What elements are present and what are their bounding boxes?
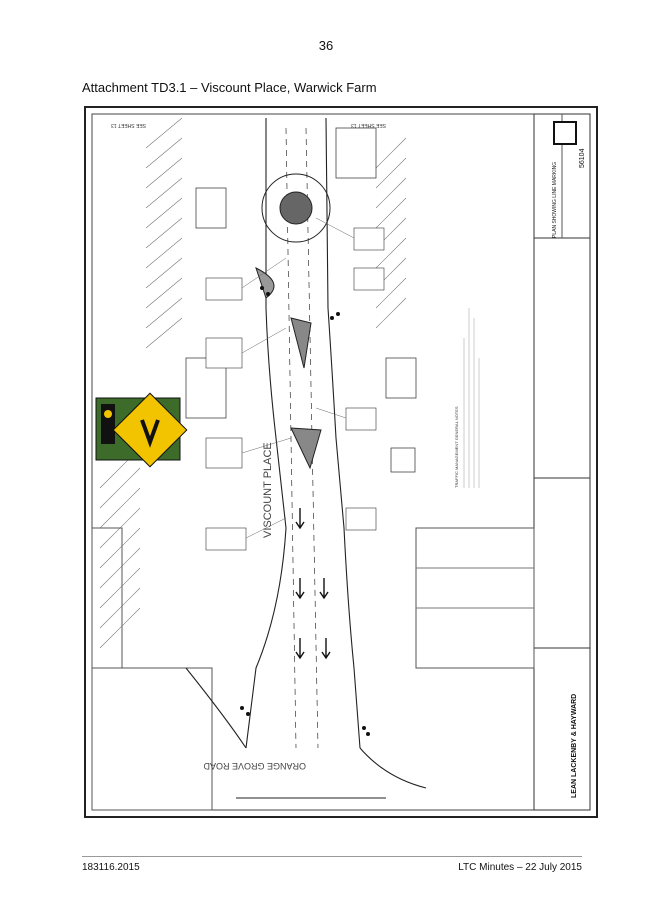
drawing-number: 56104	[579, 148, 586, 168]
street-label: VISCOUNT PLACE	[262, 442, 274, 538]
cross-street-label: ORANGE GROVE ROAD	[203, 761, 306, 771]
attachment-title: Attachment TD3.1 – Viscount Place, Warwi…	[82, 80, 377, 95]
firm-name: LEAN LACKENBY & HAYWARD	[571, 694, 578, 798]
sheet-title: PLAN SHOWING LINE MARKING	[552, 162, 558, 238]
general-notes-title: TRAFFIC MANAGEMENT GENERAL NOTES	[454, 406, 459, 488]
plan-drawing-svg: VISCOUNT PLACE ORANGE GROVE ROAD SEE SHE…	[91, 113, 591, 811]
footer-divider	[82, 856, 582, 857]
footer-reference: 183116.2015	[82, 862, 140, 873]
see-sheet-left: SEE SHEET 13	[111, 122, 146, 128]
plan-drawing: VISCOUNT PLACE ORANGE GROVE ROAD SEE SHE…	[84, 106, 598, 818]
page-number: 36	[318, 38, 334, 53]
see-sheet-right: SEE SHEET 13	[351, 122, 386, 128]
footer-minutes-date: LTC Minutes – 22 July 2015	[458, 862, 582, 873]
